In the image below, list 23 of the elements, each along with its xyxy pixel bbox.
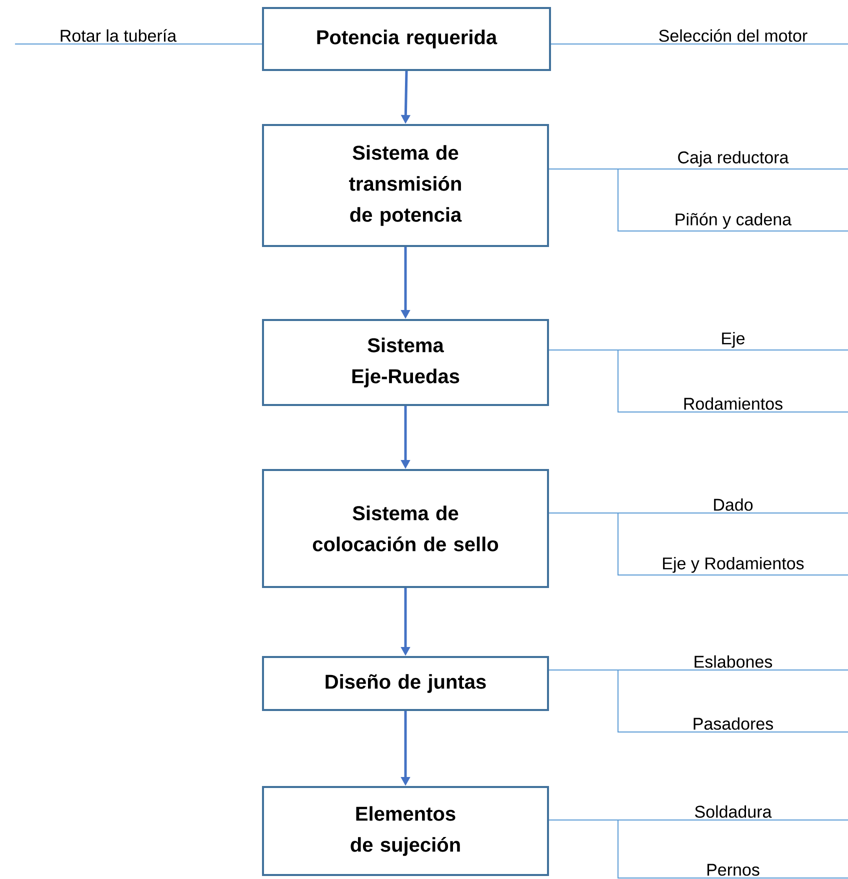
side-label: Soldadura — [695, 805, 772, 818]
connector-line — [548, 512, 848, 576]
process-box: Sistema de colocación de sello — [262, 469, 549, 588]
connector-line — [548, 168, 848, 232]
side-label: Piñón y cadena — [676, 212, 792, 229]
side-label: Eje y Rodamientos — [663, 556, 804, 573]
side-label: Eslabones — [694, 655, 772, 668]
process-box: Sistema de transmisión de potencia — [262, 124, 549, 247]
process-box: Diseño de juntas — [262, 656, 549, 711]
process-box: Elementos de sujeción — [262, 786, 549, 876]
process-box: Potencia requerida — [262, 7, 551, 71]
side-label: Rodamientos — [684, 397, 782, 410]
side-label: Selección del motor — [659, 29, 808, 42]
side-label: Pernos — [707, 864, 760, 876]
side-label: Dado — [714, 498, 753, 511]
side-label: Caja reductora — [678, 150, 789, 167]
side-label: Pasadores — [694, 717, 773, 730]
side-label: Eje — [722, 332, 745, 348]
connector-line — [548, 820, 848, 878]
process-box: Sistema Eje-Ruedas — [262, 319, 549, 406]
connector-line — [548, 670, 848, 732]
side-label: Rotar la tubería — [60, 29, 177, 42]
connector-line — [548, 350, 848, 412]
